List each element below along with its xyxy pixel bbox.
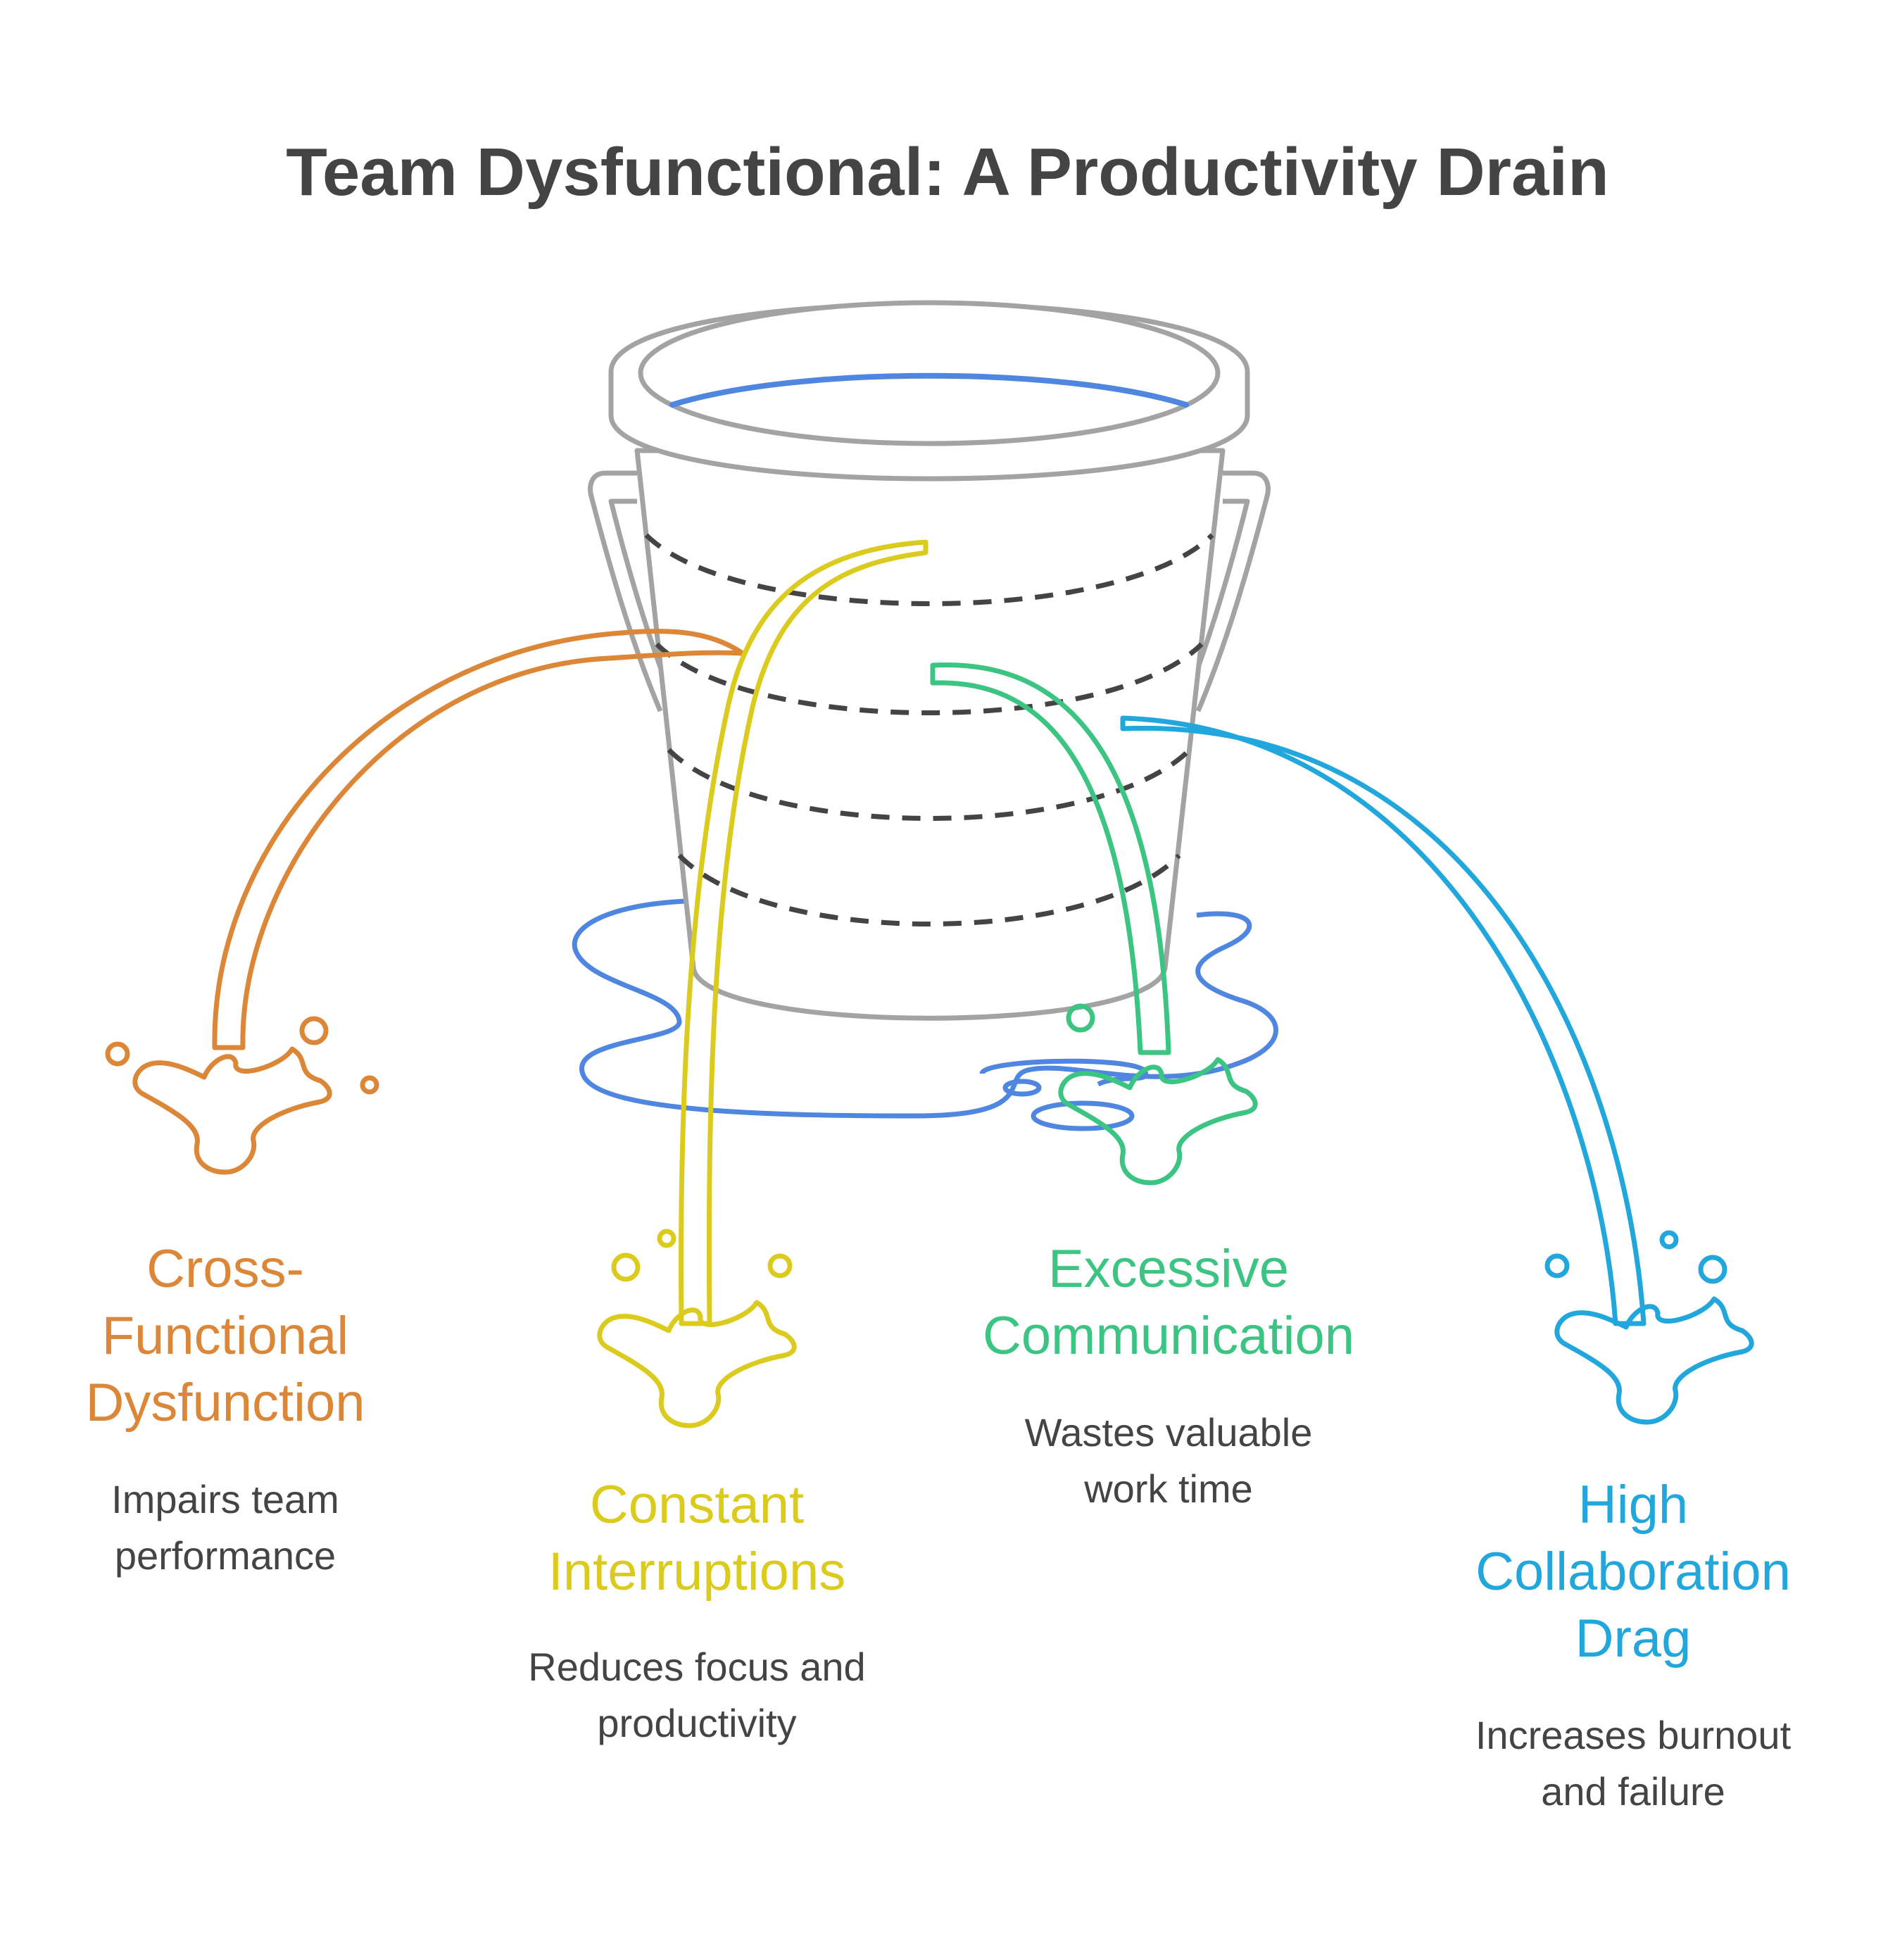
item-heading-communication: Excessive Communication — [983, 1239, 1354, 1366]
item-description-communication: Wastes valuable work time — [1024, 1410, 1313, 1511]
splash-shape — [597, 1300, 797, 1428]
item-heading-collaboration-drag: High Collaboration Drag — [1475, 1475, 1791, 1669]
bucket-band-1 — [644, 533, 1214, 606]
splash-orange — [105, 1016, 379, 1175]
bucket-band-4 — [677, 853, 1181, 926]
stream-green — [930, 662, 1171, 1055]
splash-drop — [299, 1016, 329, 1045]
page-title: Team Dysfunctional: A Productivity Drain — [286, 134, 1609, 210]
splash-drop — [611, 1252, 641, 1282]
stream-orange — [212, 629, 745, 1050]
water-puddle — [572, 898, 1278, 1131]
item-heading-interruptions: Constant Interruptions — [548, 1475, 846, 1602]
bucket — [588, 300, 1271, 1021]
item-description-cross-functional: Impairs team performance — [111, 1477, 339, 1578]
splash-shape — [132, 1046, 332, 1175]
puddle-inner — [979, 1058, 1149, 1087]
bucket-handle-right — [1195, 470, 1271, 712]
bucket-body — [634, 448, 1226, 1021]
splash-yellow — [597, 1229, 797, 1428]
puddle-outline — [572, 898, 1278, 1119]
splash-drop — [105, 1041, 130, 1067]
bucket-bands — [644, 533, 1214, 926]
bucket-handle-left — [588, 470, 663, 712]
water-surface — [669, 372, 1189, 408]
splash-blue — [1544, 1230, 1754, 1425]
splash-shape — [1554, 1296, 1754, 1425]
bucket-band-3 — [667, 748, 1192, 821]
splash-drop — [1698, 1255, 1727, 1284]
item-description-collaboration-drag: Increases burnout and failure — [1475, 1713, 1792, 1814]
stream-yellow — [679, 539, 928, 1326]
stream-blue — [1120, 715, 1647, 1326]
splash-drop — [1544, 1253, 1570, 1279]
splash-drop — [360, 1075, 379, 1095]
splash-drop — [1659, 1230, 1679, 1250]
splash-drop — [657, 1229, 676, 1248]
splash-green — [1058, 1003, 1258, 1186]
splash-drop — [767, 1253, 793, 1279]
bucket-band-2 — [655, 642, 1204, 715]
item-heading-cross-functional: Cross- Functional Dysfunction — [85, 1239, 365, 1433]
splash-drop — [1066, 1003, 1095, 1033]
item-description-interruptions: Reduces focus and productivity — [528, 1645, 866, 1745]
puddle-drop — [1031, 1100, 1135, 1131]
splash-shape — [1058, 1057, 1258, 1186]
puddle-drop-small — [1002, 1079, 1042, 1097]
